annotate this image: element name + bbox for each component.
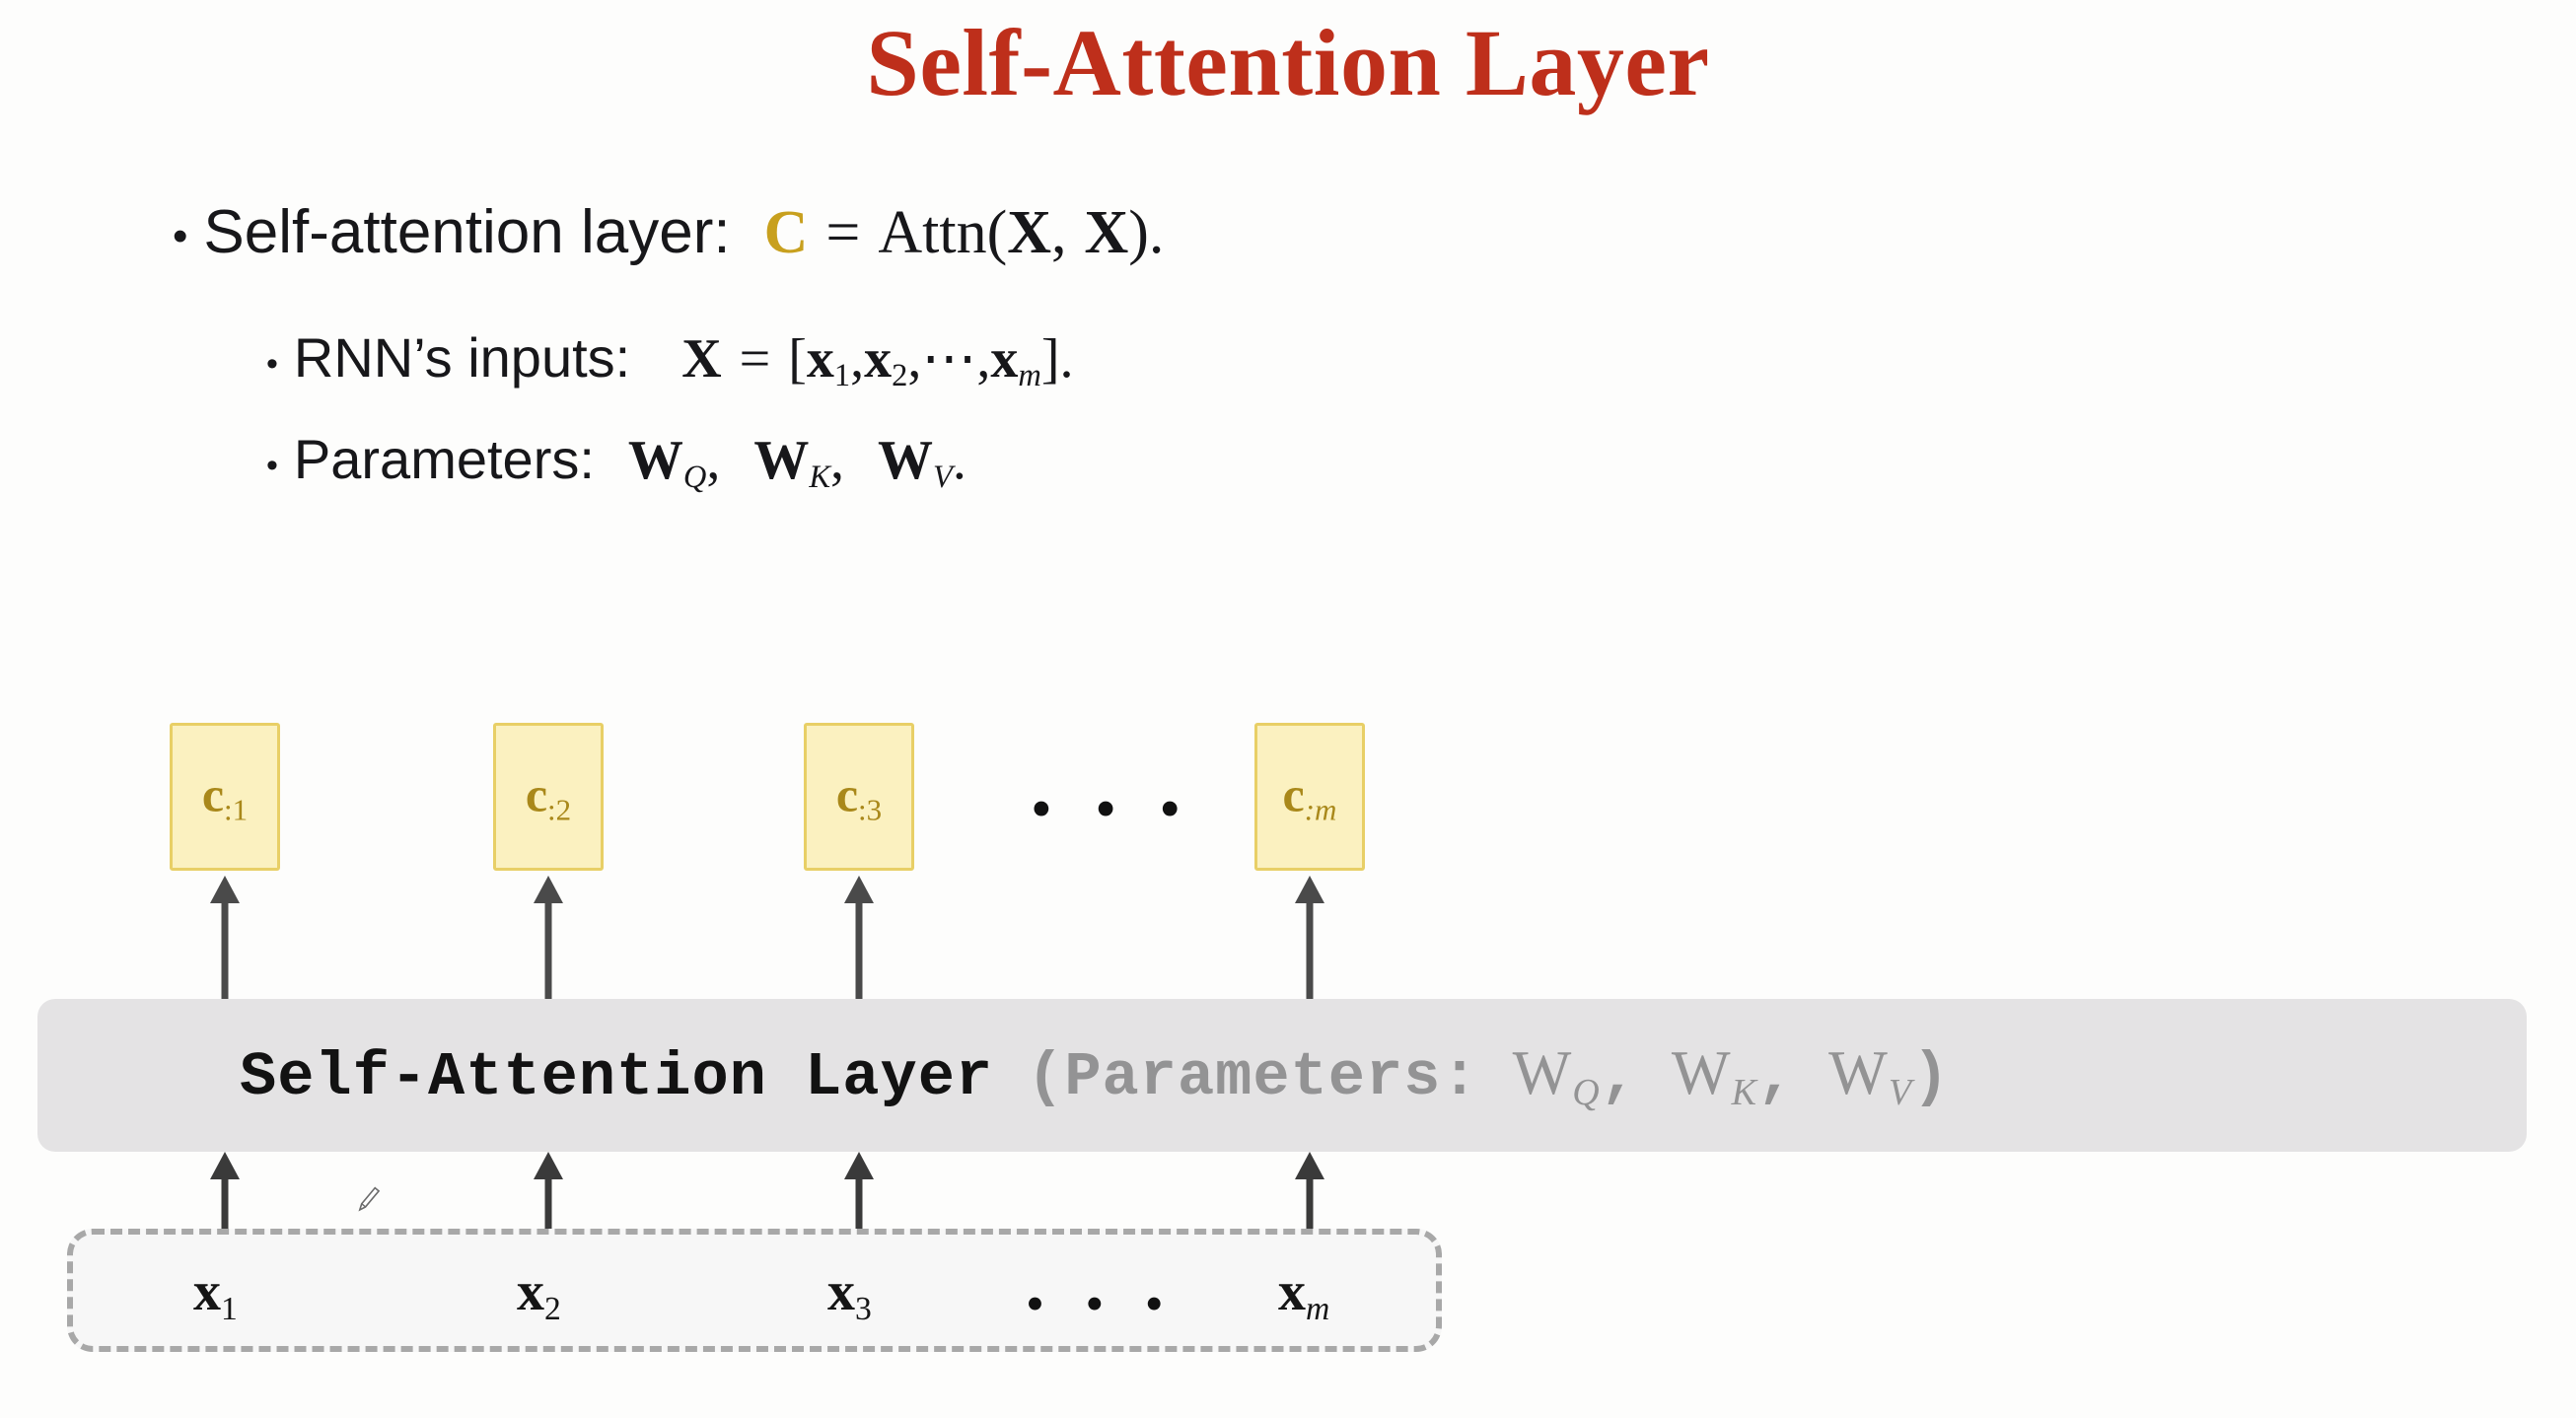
bullet-2-comma-1: , — [850, 328, 865, 390]
bullet-3-text: Parameters: — [293, 428, 595, 490]
bullet-dot-icon — [173, 200, 187, 261]
bullet-2-x1: x1 — [806, 328, 851, 394]
bullet-parameters: Parameters:WQ,WK,WV. — [266, 432, 966, 494]
bullet-3-WQ: WQ — [627, 430, 707, 496]
input-label-xm: xm — [1278, 1261, 1330, 1328]
output-box-c1[interactable]: c:1 — [170, 723, 280, 871]
bar-params-open: (Parameters: — [1027, 1041, 1479, 1112]
self-attention-layer-bar-text: Self-Attention Layer(Parameters:WQ,WK,WV… — [240, 1037, 1950, 1114]
bullet-1-symbol-C: C — [763, 199, 809, 266]
bullet-2-cdots: ⋯ — [921, 328, 977, 390]
bullet-dot-icon — [266, 328, 278, 384]
output-box-c2[interactable]: c:2 — [493, 723, 604, 871]
bullet-1-close: ). — [1128, 199, 1165, 266]
output-box-c3[interactable]: c:3 — [804, 723, 914, 871]
bar-param-WQ: WQ — [1512, 1037, 1601, 1113]
input-label-x3: x3 — [827, 1261, 872, 1328]
bar-param-WK: WK — [1671, 1037, 1757, 1113]
input-ellipsis: • • • — [1026, 1274, 1178, 1333]
arrow-up-to-cm-icon — [1295, 876, 1324, 1002]
bar-main-label: Self-Attention Layer — [240, 1041, 994, 1112]
arrow-up-to-c2-icon — [534, 876, 563, 1002]
output-box-cm[interactable]: c:m — [1254, 723, 1365, 871]
self-attention-layer-bar[interactable]: Self-Attention Layer(Parameters:WQ,WK,WV… — [37, 999, 2527, 1152]
pencil-cursor-icon — [358, 1186, 381, 1212]
bar-params-group: (Parameters:WQ,WK,WV) — [1027, 1038, 1951, 1113]
bullet-3-comma-1: , — [706, 430, 721, 491]
output-box-cm-label: c:m — [1282, 766, 1337, 827]
bullet-1-symbol-X1: X — [1007, 199, 1051, 266]
bar-param-WV: WV — [1828, 1037, 1913, 1113]
bar-params-close: ) — [1912, 1041, 1951, 1112]
bullet-3-period: . — [952, 430, 966, 491]
bullet-2-comma-3: , — [976, 328, 991, 390]
bar-params-comma-2: , — [1756, 1041, 1796, 1112]
bullet-3-WK: WK — [753, 430, 831, 496]
output-box-c1-label: c:1 — [201, 766, 249, 827]
bullet-rnn-inputs: RNN’s inputs:X=[x1,x2,⋯,xm]. — [266, 330, 1074, 392]
output-box-c3-label: c:3 — [835, 766, 883, 827]
page-title: Self-Attention Layer — [866, 10, 1710, 115]
bullet-dot-icon — [266, 430, 278, 485]
bullet-2-equals: = — [739, 328, 771, 390]
arrow-up-to-c1-icon — [210, 876, 240, 1002]
bullet-1-comma: , — [1051, 199, 1067, 266]
bullet-1-text: Self-attention layer: — [203, 198, 731, 266]
bullet-2-comma-2: , — [907, 328, 922, 390]
bullet-2-symbol-X: X — [681, 328, 722, 390]
output-box-c2-label: c:2 — [525, 766, 572, 827]
bullet-1-equals: = — [825, 199, 861, 266]
input-sequence-container[interactable] — [67, 1229, 1442, 1352]
bullet-self-attention-layer: Self-attention layer:C=Attn(X,X). — [173, 202, 1164, 267]
bullet-1-symbol-X2: X — [1084, 199, 1129, 266]
bullet-2-open-bracket: [ — [788, 328, 807, 390]
bullet-3-WV: WV — [878, 430, 953, 496]
arrow-up-to-c3-icon — [844, 876, 874, 1002]
bar-params-comma-1: , — [1600, 1041, 1638, 1112]
bullet-3-comma-2: , — [830, 430, 845, 491]
output-ellipsis: • • • — [1031, 776, 1195, 843]
input-label-x1: x1 — [193, 1261, 238, 1328]
input-label-x2: x2 — [517, 1261, 561, 1328]
bullet-2-text: RNN’s inputs: — [293, 326, 631, 389]
bullet-2-x2: x2 — [864, 328, 908, 394]
bullet-1-attn: Attn( — [878, 199, 1008, 266]
bullet-2-xm: xm — [990, 328, 1041, 394]
bullet-2-close-bracket: ]. — [1040, 328, 1074, 390]
